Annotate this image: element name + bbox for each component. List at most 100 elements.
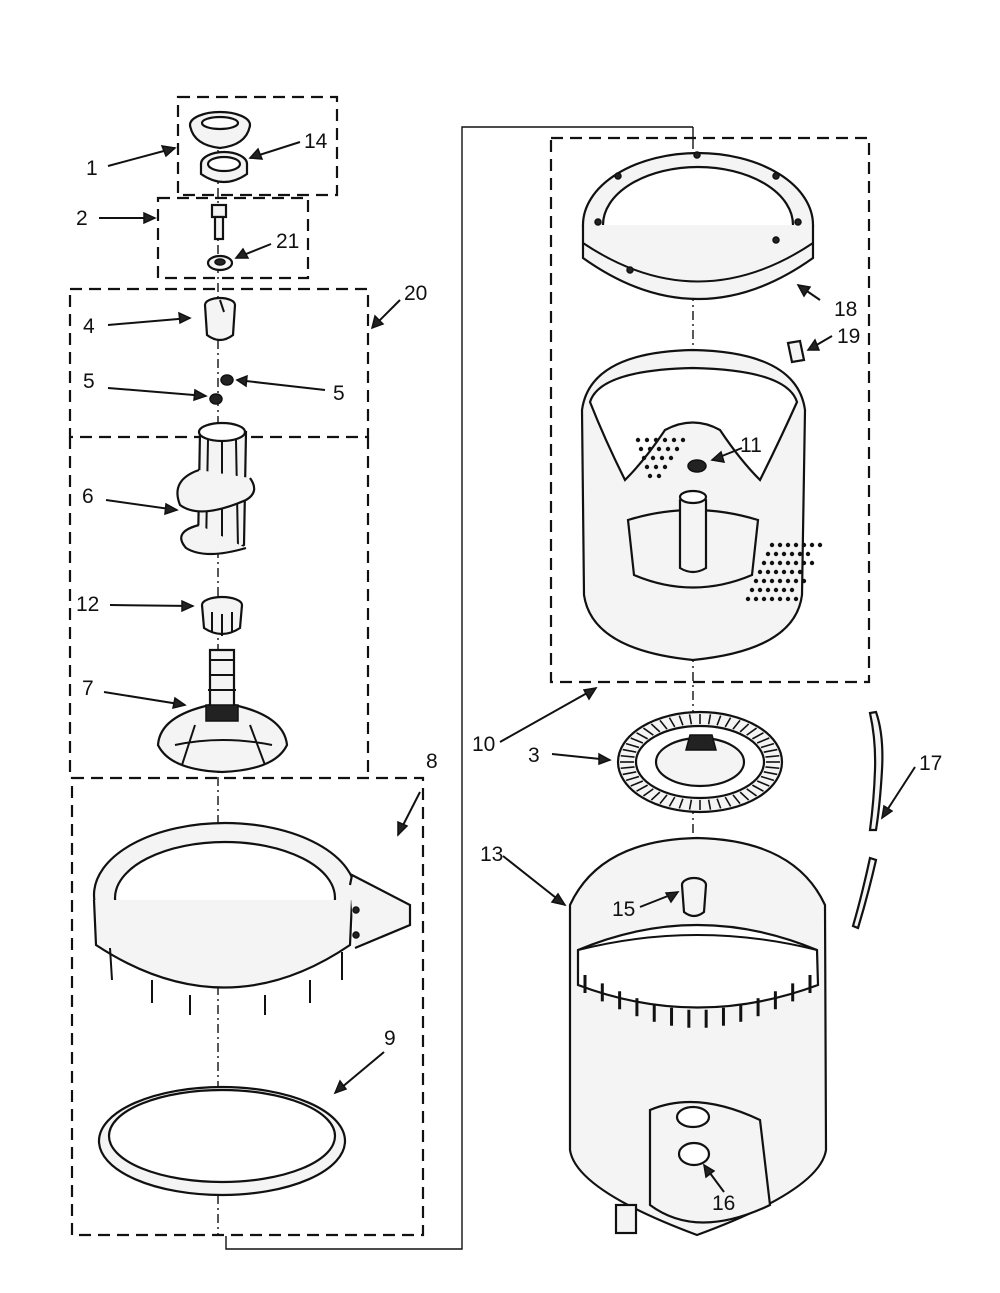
callout-17: 17	[919, 752, 942, 775]
hub-tooth	[668, 717, 676, 728]
basket-hole	[680, 437, 686, 443]
hub-tooth	[659, 719, 668, 730]
hub-tooth	[765, 754, 780, 758]
hub-tooth	[707, 799, 712, 810]
callout-16: 16	[712, 1192, 735, 1215]
hub-tooth	[620, 766, 635, 770]
basket-hole	[671, 437, 677, 443]
basket-hole	[635, 437, 641, 443]
hub-tooth	[630, 780, 644, 787]
basket-hole	[662, 464, 668, 470]
callout-1: 1	[86, 157, 98, 180]
hub-tooth	[739, 791, 750, 801]
part-18-balance-ring	[581, 151, 815, 300]
callout-11: 11	[740, 434, 762, 457]
hub-tooth	[716, 798, 722, 809]
basket-hole	[659, 455, 665, 461]
basket-hole	[789, 587, 795, 593]
basket-hole	[761, 578, 767, 584]
basket-hole	[793, 596, 799, 602]
basket-hole	[647, 446, 653, 452]
basket-hole	[801, 542, 807, 548]
basket-hole	[773, 587, 779, 593]
callout-3: 3	[528, 744, 540, 767]
outer-tub-ribs	[583, 975, 812, 1028]
basket-hole	[773, 569, 779, 575]
basket-hole	[745, 596, 751, 602]
hub-tooth	[763, 748, 778, 753]
part-13-outer-tub	[568, 836, 828, 1237]
part-14-ring	[199, 150, 249, 184]
callout-15: 15	[612, 898, 635, 921]
hub-tooth	[763, 771, 778, 776]
group-box-1	[176, 95, 339, 197]
part-17-hose	[851, 710, 884, 930]
hub-tooth	[707, 714, 712, 725]
basket-hole	[797, 551, 803, 557]
hub-tooth	[751, 732, 764, 740]
basket-hole	[753, 596, 759, 602]
part-3-hub-teeth	[620, 714, 780, 810]
basket-hole	[781, 551, 787, 557]
hub-tooth	[636, 732, 649, 740]
basket-hole	[665, 446, 671, 452]
basket-hole	[769, 596, 775, 602]
basket-hole	[674, 446, 680, 452]
hub-tooth	[756, 780, 770, 787]
hub-tooth	[622, 748, 637, 753]
basket-hole	[777, 560, 783, 566]
hub-tooth	[724, 796, 732, 807]
basket-hole	[805, 551, 811, 557]
basket-hole	[749, 587, 755, 593]
basket-hole	[765, 587, 771, 593]
hub-tooth	[688, 799, 693, 810]
part-3-drive-hub	[616, 710, 784, 814]
hub-tooth	[760, 742, 775, 749]
hub-tooth	[760, 775, 775, 782]
part-10-basket	[580, 348, 807, 662]
basket-holes-left	[635, 437, 686, 479]
basket-hole	[757, 587, 763, 593]
group-box-10	[549, 136, 871, 684]
hub-tooth	[625, 742, 640, 749]
hub-tooth	[746, 727, 758, 736]
hub-tooth	[678, 715, 684, 726]
callout-4: 4	[83, 315, 95, 338]
basket-hole	[781, 569, 787, 575]
basket-hole	[653, 437, 659, 443]
basket-hole	[653, 464, 659, 470]
part-7-agitator-base	[156, 648, 289, 774]
callout-6: 6	[82, 485, 94, 508]
part-5-seal-b	[209, 393, 223, 405]
basket-hole	[785, 578, 791, 584]
hub-tooth	[642, 727, 654, 736]
part-15-fitting	[680, 876, 708, 918]
basket-hole	[793, 578, 799, 584]
basket-hole	[793, 542, 799, 548]
hub-tooth	[636, 784, 649, 792]
basket-holes-right	[745, 542, 823, 602]
basket-hole	[656, 446, 662, 452]
basket-hole	[785, 596, 791, 602]
basket-hole	[789, 569, 795, 575]
part-5-seal-a	[220, 374, 234, 386]
hub-tooth	[756, 737, 770, 744]
hub-tooth	[625, 775, 640, 782]
part-4-cap	[203, 296, 237, 342]
hub-tooth	[724, 717, 732, 728]
callout-9: 9	[384, 1027, 396, 1050]
basket-hole	[809, 560, 815, 566]
hub-tooth	[688, 714, 693, 725]
connector-line	[225, 126, 693, 1250]
callout-5-right: 5	[333, 382, 345, 405]
hub-tooth	[716, 715, 722, 726]
hub-tooth	[732, 794, 741, 805]
hub-tooth	[642, 788, 654, 797]
hub-tooth	[739, 723, 750, 733]
callout-12: 12	[76, 593, 99, 616]
basket-hole	[668, 455, 674, 461]
callout-13: 13	[480, 843, 503, 866]
hub-tooth	[678, 798, 684, 809]
basket-hole	[641, 455, 647, 461]
basket-hole	[769, 542, 775, 548]
